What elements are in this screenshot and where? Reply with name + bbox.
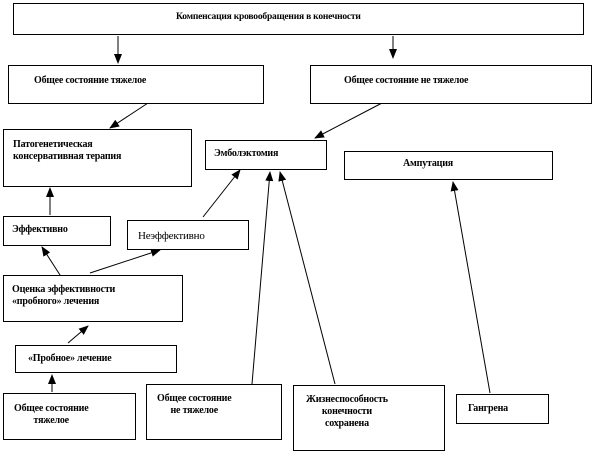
node-pathogenetic-therapy: Патогенетическая консервативная терапия [3, 129, 192, 187]
arrow-severe-to-therapy [109, 102, 149, 129]
node-bottom-severe-label: Общее состояние тяжелое [14, 403, 89, 426]
arrow-evaluation-to-ineffective [89, 249, 161, 274]
node-bottom-not-severe: Общее состояние не тяжелое [146, 384, 282, 440]
node-bottom-severe: Общее состояние тяжелое [3, 393, 136, 440]
arrow-viable-to-embolectomy [278, 171, 336, 385]
node-severe-state-label: Общее состояние тяжелое [34, 75, 147, 86]
node-effective-label: Эффективно [12, 224, 68, 235]
arrow-trial-to-evaluation [67, 325, 89, 344]
node-embolectomy: Эмболэктомия [205, 140, 327, 170]
node-embolectomy-label: Эмболэктомия [214, 148, 279, 159]
node-limb-viable: Жизнеспособность конечности сохранена [293, 385, 445, 451]
node-not-severe-state-label: Общее состояние не тяжелое [344, 75, 469, 86]
node-effective: Эффективно [3, 216, 111, 246]
node-amputation-label: Ампутация [403, 158, 453, 169]
node-evaluation-label: Оценка эффективности «пробного» лечения [12, 284, 116, 307]
node-ineffective-label: Неэффективно [138, 230, 205, 242]
node-root: Компенсация кровообращения в конечности [13, 3, 584, 35]
node-limb-viable-label: Жизнеспособность конечности сохранена [306, 394, 388, 429]
node-severe-state: Общее состояние тяжелое [8, 65, 264, 104]
arrow-bottom-not-severe-to-embolectomy [251, 171, 274, 385]
node-gangrene-label: Гангрена [468, 403, 508, 414]
arrow-ineffective-to-embolectomy [202, 169, 241, 218]
node-ineffective: Неэффективно [127, 220, 249, 250]
node-evaluation: Оценка эффективности «пробного» лечения [3, 275, 183, 322]
node-trial-treatment: «Пробное» лечение [15, 345, 177, 373]
node-gangrene: Гангрена [456, 394, 549, 424]
arrow-gangrene-to-amputation [450, 181, 491, 394]
arrow-not-severe-to-embolectomy [314, 102, 383, 139]
node-root-label: Компенсация кровообращения в конечности [176, 12, 361, 22]
node-pathogenetic-therapy-label: Патогенетическая консервативная терапия [13, 139, 122, 162]
node-bottom-not-severe-label: Общее состояние не тяжелое [157, 393, 232, 416]
node-trial-treatment-label: «Пробное» лечение [28, 353, 112, 364]
arrow-evaluation-to-effective [41, 246, 61, 276]
node-not-severe-state: Общее состояние не тяжелое [310, 65, 592, 104]
node-amputation: Ампутация [344, 151, 553, 180]
